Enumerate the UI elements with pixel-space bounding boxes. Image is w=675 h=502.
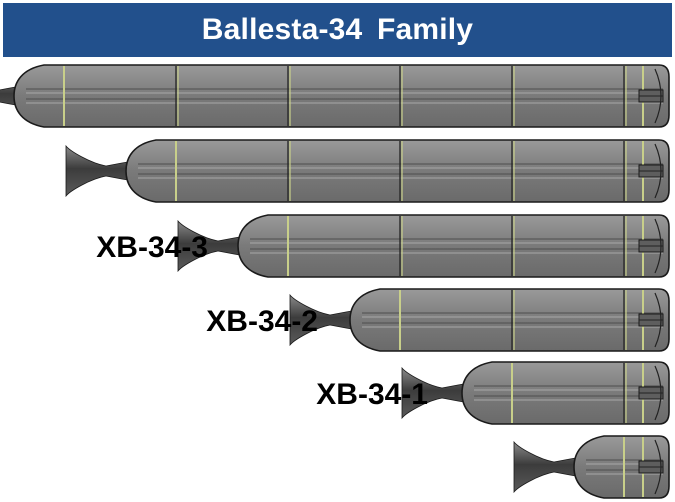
aft-bulkhead <box>654 292 662 348</box>
aft-bulkhead <box>654 218 662 274</box>
nozzle <box>513 440 583 494</box>
nozzle <box>65 144 135 198</box>
tank-body <box>13 64 670 128</box>
aft-bulkhead <box>654 365 662 421</box>
rocket-variant <box>0 64 670 128</box>
variant-label: XB-34-3 <box>96 231 208 264</box>
variant-label: XB-34-1 <box>316 378 428 411</box>
nozzle <box>289 293 359 347</box>
tank-body <box>237 214 670 278</box>
rocket-variant <box>177 214 670 278</box>
variant-label: XB-34-2 <box>206 305 318 338</box>
tank-body <box>573 435 670 499</box>
tank-body <box>349 288 670 352</box>
nozzle <box>401 366 471 420</box>
aft-bulkhead <box>654 68 662 124</box>
rocket-variant <box>289 288 670 352</box>
aft-bulkhead <box>654 439 662 495</box>
title-bar: Ballesta-34 Family <box>3 3 672 57</box>
tank-body <box>125 139 670 203</box>
rocket-variant <box>401 361 670 425</box>
rocket-variant <box>513 435 670 499</box>
page-title: Ballesta-34 Family <box>201 13 474 46</box>
nozzle <box>177 219 247 273</box>
rocket-variant <box>65 139 670 203</box>
tank-body <box>461 361 670 425</box>
aft-bulkhead <box>654 143 662 199</box>
